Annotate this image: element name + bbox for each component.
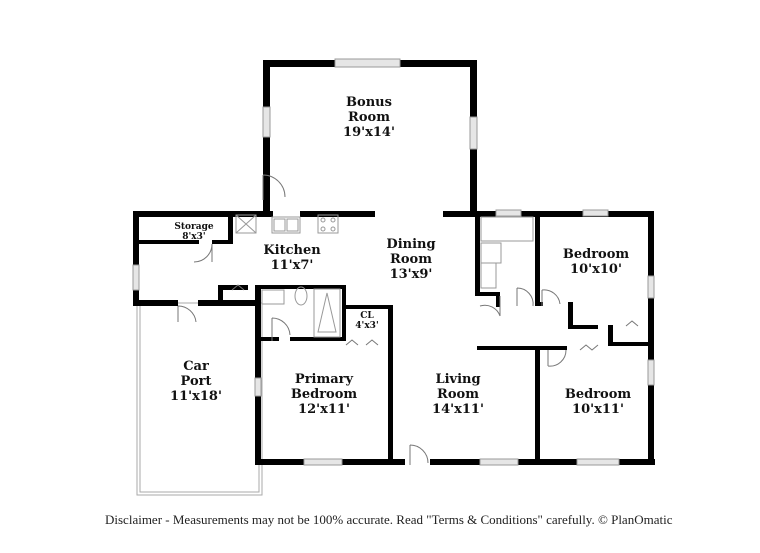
room-label-living-room: Living Room 14'x11' — [432, 372, 484, 417]
room-dimensions: 10'x11' — [572, 402, 624, 417]
room-name: Room — [348, 110, 390, 125]
doors — [177, 174, 639, 465]
room-name: Bedroom — [290, 387, 358, 402]
room-dimensions: 12'x11' — [298, 402, 350, 417]
room-name: Room — [390, 252, 432, 267]
room-name: Room — [437, 387, 479, 402]
room-name: Living — [435, 372, 481, 387]
room-name: Bedroom — [564, 387, 632, 402]
room-dimensions: 14'x11' — [432, 402, 484, 417]
room-label-storage: Storage 8'x3' — [174, 222, 213, 242]
room-name: Car — [183, 359, 209, 374]
disclaimer-text: Disclaimer - Measurements may not be 100… — [105, 512, 673, 527]
room-label-dining-room: Dining Room 13'x9' — [386, 237, 435, 282]
room-name: Storage — [174, 222, 214, 232]
room-dimensions: 4'x3' — [355, 321, 379, 331]
room-dimensions: 19'x14' — [343, 125, 395, 140]
room-label-bedroom-2: Bedroom 10'x11' — [565, 387, 631, 417]
room-label-car-port: Car Port 11'x18' — [170, 359, 222, 404]
room-name: Kitchen — [263, 243, 321, 258]
windows — [132, 58, 655, 466]
room-dimensions: 10'x10' — [570, 262, 622, 277]
room-name: Dining — [386, 237, 436, 252]
room-label-kitchen: Kitchen 11'x7' — [263, 243, 320, 273]
room-label-bonus-room: Bonus Room 19'x14' — [343, 95, 395, 140]
fixtures — [235, 214, 534, 338]
room-label-closet: CL 4'x3' — [355, 311, 378, 331]
room-dimensions: 11'x18' — [170, 389, 222, 404]
room-dimensions: 8'x3' — [182, 232, 206, 242]
room-name: CL — [360, 311, 374, 321]
room-label-primary-bedroom: Primary Bedroom 12'x11' — [291, 372, 357, 417]
room-label-bedroom-1: Bedroom 10'x10' — [563, 247, 629, 277]
room-name: Bonus — [346, 95, 392, 110]
room-dimensions: 11'x7' — [270, 258, 314, 273]
room-dimensions: 13'x9' — [389, 267, 433, 282]
room-name: Primary — [294, 372, 354, 387]
room-name: Port — [180, 374, 212, 389]
room-name: Bedroom — [562, 247, 630, 262]
